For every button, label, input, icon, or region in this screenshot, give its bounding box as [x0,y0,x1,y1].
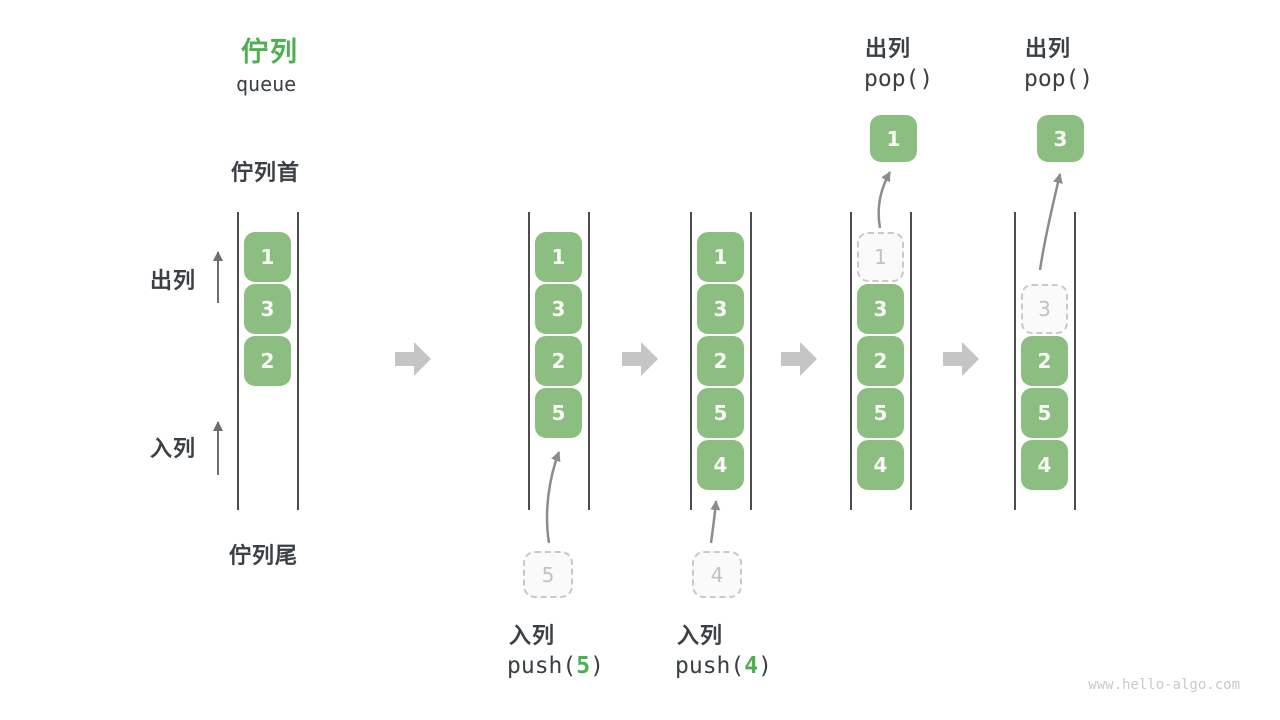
popped-value-box: 1 [870,115,917,162]
push-op-code: push(5) [507,653,604,679]
queue-wall [297,212,299,510]
queue-cell: 2 [535,336,582,386]
queue-cell: 2 [857,336,904,386]
flow-arrow-icon [395,342,431,376]
queue-state-after-push-5: 1 3 2 5 [528,212,590,510]
queue-wall [588,212,590,510]
push-arg: 5 [576,653,591,679]
push-op-label: 入列 [677,623,724,648]
queue-cell: 3 [244,284,291,334]
queue-cell: 3 [857,284,904,334]
queue-cell: 3 [535,284,582,334]
queue-cell-removed: 1 [857,232,904,282]
queue-state-after-pop-3: 3 2 5 4 [1014,212,1076,510]
pop-op-label: 出列 [865,36,912,61]
push-code-close: ) [590,653,604,679]
queue-wall [1074,212,1076,510]
queue-cell: 3 [697,284,744,334]
popped-value-box: 3 [1037,115,1084,162]
push-code-close: ) [758,653,772,679]
queue-cell-removed: 3 [1021,284,1068,334]
push-code-open: push( [675,653,745,679]
queue-cell: 5 [535,388,582,438]
queue-wall [850,212,852,510]
queue-rear-label: 佇列尾 [229,543,299,568]
flow-arrow-icon [781,342,817,376]
queue-cell: 1 [697,232,744,282]
pop-op-code: pop() [864,66,934,92]
queue-wall [237,212,239,510]
dequeue-side-label: 出列 [150,268,197,293]
pop-op-label: 出列 [1025,36,1072,61]
queue-wall [910,212,912,510]
queue-cell: 2 [697,336,744,386]
queue-wall [750,212,752,510]
queue-cell: 5 [857,388,904,438]
queue-cell: 1 [535,232,582,282]
queue-state-initial: 1 3 2 [237,212,299,510]
queue-cell: 1 [244,232,291,282]
queue-cell: 5 [1021,388,1068,438]
queue-wall [690,212,692,510]
push-op-code: push(4) [675,653,772,679]
queue-cell: 4 [857,440,904,490]
queue-cell: 2 [244,336,291,386]
queue-cell: 2 [1021,336,1068,386]
staged-value-box: 4 [692,551,742,598]
queue-cell: 4 [697,440,744,490]
flow-arrow-icon [943,342,979,376]
pop-op-code: pop() [1024,66,1094,92]
queue-wall [1014,212,1016,510]
staged-value-box: 5 [523,551,573,598]
queue-state-after-push-4: 1 3 2 5 4 [690,212,752,510]
flow-arrow-icon [622,342,658,376]
push-code-open: push( [507,653,577,679]
queue-wall [528,212,530,510]
queue-cell: 4 [1021,440,1068,490]
queue-front-label: 佇列首 [231,160,301,185]
queue-cell: 5 [697,388,744,438]
push-op-label: 入列 [509,623,556,648]
page-title: 佇列 [241,37,299,67]
watermark: www.hello-algo.com [1088,677,1240,693]
enqueue-side-label: 入列 [150,436,197,461]
queue-state-after-pop-1: 1 3 2 5 4 [850,212,912,510]
page-subtitle: queue [236,72,297,96]
push-arg: 4 [744,653,759,679]
